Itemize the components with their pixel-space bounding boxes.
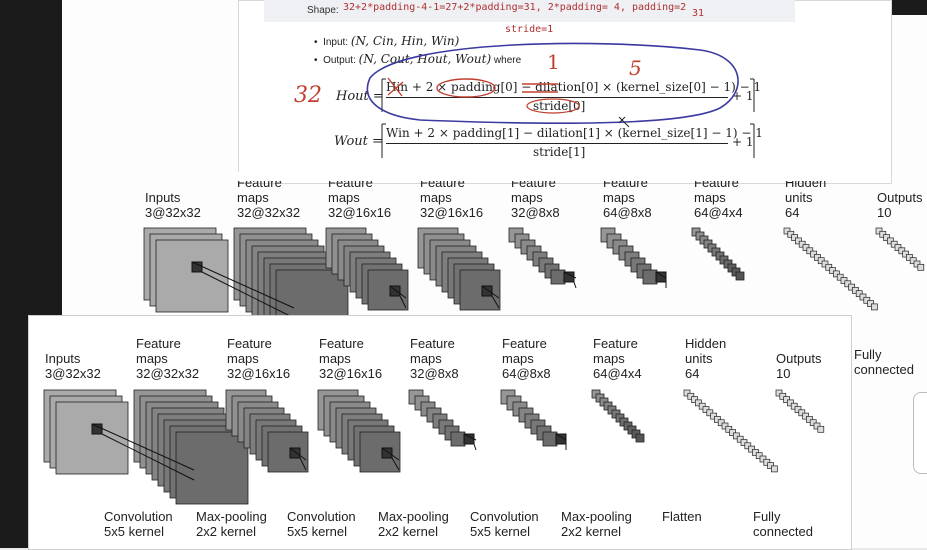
shape-header-bar — [264, 0, 795, 22]
hout-left-bracket — [381, 78, 386, 112]
op-conv-3: Convolution 5x5 kernel — [470, 509, 539, 539]
hout-right-bracket — [750, 78, 755, 112]
hout-denominator: stride[0] — [533, 99, 586, 113]
doc-panel-lower-edge — [238, 172, 890, 181]
op-fully-connected: Fully connected — [753, 509, 813, 539]
output-bullet: • Output: (N, Cout, Hout, Wout) where — [314, 52, 522, 66]
op-pool-3: Max-pooling 2x2 kernel — [561, 509, 632, 539]
bottom-label-fmap-1: Feature maps 32@32x32 — [136, 336, 200, 381]
input-bullet: • Input: (N, Cin, Hin, Win) — [314, 34, 460, 48]
shape-annotation: 32+2*padding-4-1=27+2*padding=31, 2*padd… — [343, 2, 687, 13]
bottom-label-inputs: Inputs 3@32x32 — [45, 351, 101, 381]
wout-left-bracket — [381, 123, 386, 158]
op-conv-1: Convolution 5x5 kernel — [104, 509, 173, 539]
handwritten-1: 1 — [547, 50, 560, 74]
top-hidden-unit — [871, 303, 878, 311]
top-output-unit — [917, 263, 925, 271]
wout-label: Wout = — [334, 134, 383, 149]
side-label-fully-connected: Fully connected — [854, 347, 914, 377]
stride-annotation: stride=1 — [505, 24, 554, 35]
red-ellipse-stride — [526, 98, 580, 114]
wout-plus-one: + 1 — [732, 135, 754, 149]
top-input-maps-layer — [155, 239, 229, 313]
bottom-label-fmap-6: Feature maps 64@4x4 — [593, 336, 642, 381]
top-label-outputs: Outputs 10 — [877, 190, 923, 220]
top-kernel-box — [389, 285, 401, 297]
bottom-kernel-line — [391, 457, 400, 471]
op-pool-1: Max-pooling 2x2 kernel — [196, 509, 267, 539]
video-letterbox-right — [887, 0, 927, 15]
wout-right-bracket — [750, 123, 755, 158]
bottom-kernel-box — [555, 433, 567, 445]
bottom-fmap3-layer — [359, 431, 401, 473]
bottom-label-outputs: Outputs 10 — [776, 351, 822, 381]
wout-denominator: stride[1] — [533, 145, 586, 159]
red-strike-hin — [387, 77, 403, 97]
top-fmap6-layer — [735, 271, 745, 281]
wout-numerator: Win + 2 × padding[1] − dilation[1] × (ke… — [386, 126, 763, 140]
bottom-kernel-line — [101, 433, 195, 481]
bottom-kernel-line — [289, 447, 307, 461]
top-kernel-box — [655, 271, 667, 283]
bottom-kernel-box — [289, 447, 301, 459]
bottom-fmap5-layer — [542, 431, 558, 447]
wout-fraction-line — [386, 143, 728, 144]
top-kernel-line — [491, 295, 500, 309]
op-flatten: Flatten — [662, 509, 702, 524]
bottom-output-unit — [817, 425, 825, 433]
top-kernel-line — [399, 295, 407, 309]
top-kernel-box — [481, 285, 493, 297]
bottom-kernel-line — [555, 433, 567, 441]
bottom-kernel-line — [91, 423, 195, 471]
bottom-kernel-box — [91, 423, 103, 435]
bottom-fmap2-layer — [267, 431, 309, 473]
shape-annotation-31: 31 — [692, 8, 705, 19]
shape-label: Shape: — [307, 5, 339, 16]
top-kernel-line — [655, 271, 667, 279]
hout-fraction-line — [386, 97, 728, 98]
side-scroll-handle[interactable] — [913, 392, 927, 474]
blue-circle-annotation — [366, 42, 739, 125]
op-conv-2: Convolution 5x5 kernel — [287, 509, 356, 539]
bottom-label-fmap-3: Feature maps 32@16x16 — [319, 336, 383, 381]
red-ellipse-padding — [436, 78, 496, 98]
top-kernel-line — [191, 261, 295, 309]
bottom-hidden-unit — [771, 465, 778, 473]
handwritten-32: 32 — [294, 83, 322, 108]
top-label-fmap-4: Feature maps 32@8x8 — [511, 175, 560, 220]
cursor-icon — [618, 116, 630, 128]
top-fmap2-layer — [367, 269, 409, 311]
bottom-fmap4-layer — [450, 431, 466, 447]
bottom-input-maps-layer — [55, 401, 129, 475]
bottom-label-fmap-4: Feature maps 32@8x8 — [410, 336, 459, 381]
top-kernel-line — [201, 271, 295, 319]
bottom-label-fmap-5: Feature maps 64@8x8 — [502, 336, 551, 381]
hout-plus-one: + 1 — [732, 89, 754, 103]
op-pool-2: Max-pooling 2x2 kernel — [378, 509, 449, 539]
bottom-label-fmap-2: Feature maps 32@16x16 — [227, 336, 291, 381]
red-strike-dilation — [522, 83, 558, 93]
top-kernel-line — [389, 285, 407, 299]
bottom-kernel-box — [463, 433, 475, 445]
bottom-fmap6-layer — [635, 433, 645, 443]
bottom-kernel-line — [463, 433, 477, 441]
top-label-inputs: Inputs 3@32x32 — [145, 190, 201, 220]
hout-numerator: Hin + 2 × padding[0] − dilation[0] × (ke… — [386, 80, 762, 94]
bottom-kernel-line — [473, 443, 477, 451]
bottom-label-hidden: Hidden units 64 — [685, 336, 727, 381]
bottom-kernel-line — [299, 457, 307, 471]
top-kernel-line — [481, 285, 500, 299]
handwritten-5: 5 — [629, 56, 642, 80]
top-kernel-line — [573, 281, 577, 289]
top-kernel-line — [563, 271, 577, 279]
bottom-kernel-box — [381, 447, 393, 459]
top-fmap3-layer — [459, 269, 501, 311]
bottom-fmap1-layer — [175, 431, 249, 505]
bottom-kernel-line — [381, 447, 400, 461]
